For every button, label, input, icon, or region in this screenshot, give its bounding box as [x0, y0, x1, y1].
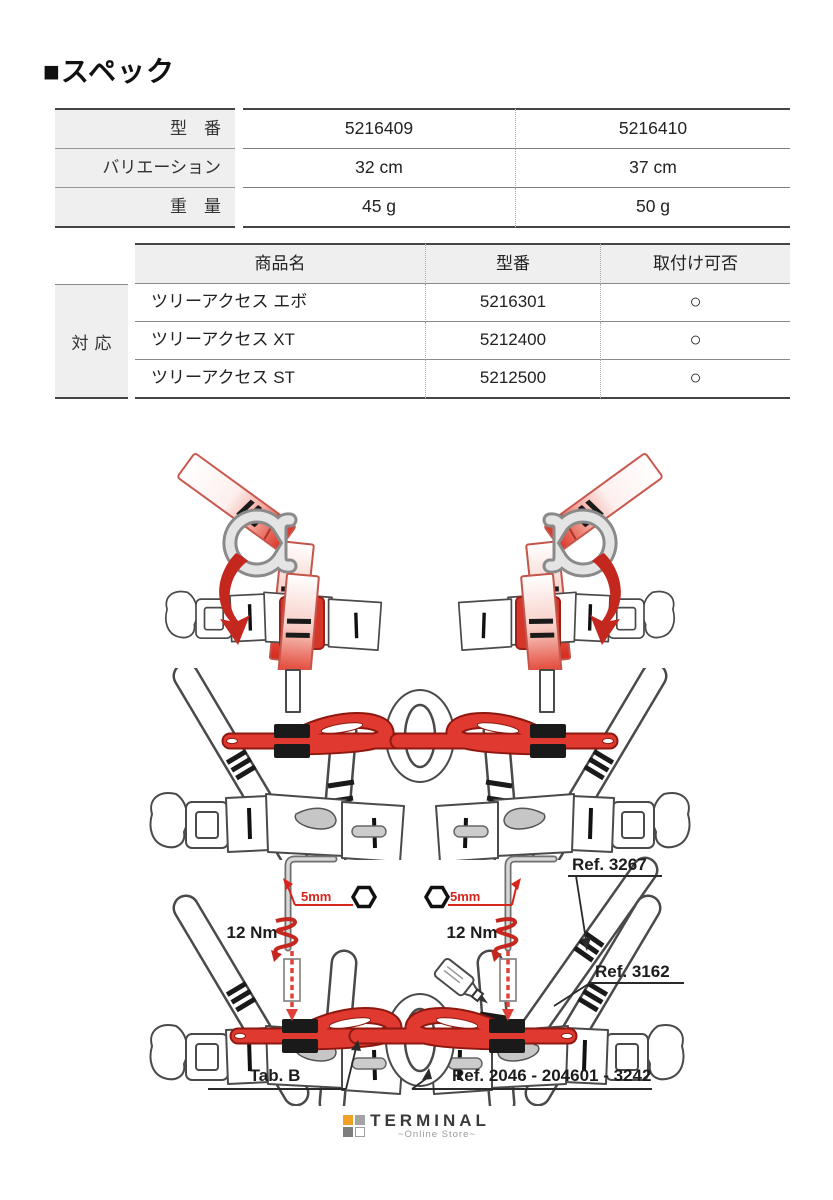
diagram-torque-references: 5mm 5mm 12 Nm 12 Nm Ref. 3267 Ref. 3162 … — [140, 855, 833, 1106]
red-arrowhead-right — [511, 878, 521, 890]
heading-square-icon: ■ — [43, 56, 61, 87]
spec-cell: 50 g — [516, 188, 790, 228]
hex-socket-icon-right — [424, 885, 450, 909]
red-arrowhead-left — [283, 878, 293, 890]
harness-left — [151, 676, 405, 860]
diagram-attach-steps — [164, 425, 700, 670]
spec-cell: 32 cm — [243, 149, 516, 188]
spec-cell: 5216410 — [516, 108, 790, 149]
spec-table: 型 番 5216409 5216410 バリエーション 32 cm 37 cm … — [55, 108, 790, 228]
leader-arrowhead — [581, 937, 591, 951]
harness-attach-figure — [164, 451, 383, 670]
section-heading: ■スペック — [43, 50, 175, 90]
compat-side-label: 対応 — [55, 284, 128, 399]
hex-socket-icon-left — [351, 885, 377, 909]
heading-text: スペック — [60, 56, 175, 87]
diagram-bridge-overview — [140, 668, 700, 860]
hex-size-label-left: 5mm — [301, 889, 331, 904]
store-footer: TERMINAL ~Online Store~ — [0, 1112, 833, 1140]
compat-header: 商品名 — [135, 243, 425, 284]
harness-right — [436, 676, 690, 860]
compat-model: 5212500 — [425, 360, 600, 399]
harness-attach-figure-mirrored — [459, 453, 674, 670]
hex-size-label-right: 5mm — [450, 889, 480, 904]
compat-product-name: ツリーアクセス エボ — [135, 284, 425, 322]
screw-left-icon — [282, 949, 302, 1023]
ref-3267-label: Ref. 3267 — [572, 855, 647, 874]
compat-ok-mark: ○ — [600, 322, 790, 360]
logo-squares-icon — [343, 1115, 366, 1137]
spec-cell: 5216409 — [243, 108, 516, 149]
torque-label-left: 12 Nm — [226, 923, 277, 942]
torque-label-right: 12 Nm — [446, 923, 497, 942]
tab-b-label: Tab. B — [250, 1066, 301, 1085]
leader-arrowhead — [351, 1040, 361, 1051]
spec-row-label: 重 量 — [55, 188, 235, 228]
compat-product-name: ツリーアクセス ST — [135, 360, 425, 399]
ref-3162-label: Ref. 3162 — [595, 962, 670, 981]
harness-belt — [164, 589, 383, 652]
compat-header: 取付け可否 — [600, 243, 790, 284]
webbing-ref — [519, 859, 656, 1044]
ref-cord-label: Ref. 2046 - 204601 - 3242 — [452, 1066, 651, 1085]
strap-tab-right — [539, 669, 555, 713]
compat-ok-mark: ○ — [600, 360, 790, 399]
compat-product-name: ツリーアクセス XT — [135, 322, 425, 360]
compat-header: 型番 — [425, 243, 600, 284]
compat-model: 5212400 — [425, 322, 600, 360]
compat-model: 5216301 — [425, 284, 600, 322]
brand-name: TERMINAL — [370, 1111, 490, 1130]
spec-cell: 37 cm — [516, 149, 790, 188]
strap-tab-left — [285, 669, 301, 713]
allen-key-right-icon — [508, 859, 554, 948]
brand-tagline: ~Online Store~ — [398, 1129, 476, 1140]
leader-arrowhead — [422, 1068, 432, 1080]
spec-row-label: 型 番 — [55, 108, 235, 149]
compatibility-table: 商品名 型番 取付け可否 対応 ツリーアクセス エボ 5216301 ○ ツリー… — [55, 243, 790, 399]
spec-cell: 45 g — [243, 188, 516, 228]
compat-ok-mark: ○ — [600, 284, 790, 322]
store-logo: TERMINAL ~Online Store~ — [343, 1112, 490, 1140]
spec-row-label: バリエーション — [55, 149, 235, 188]
